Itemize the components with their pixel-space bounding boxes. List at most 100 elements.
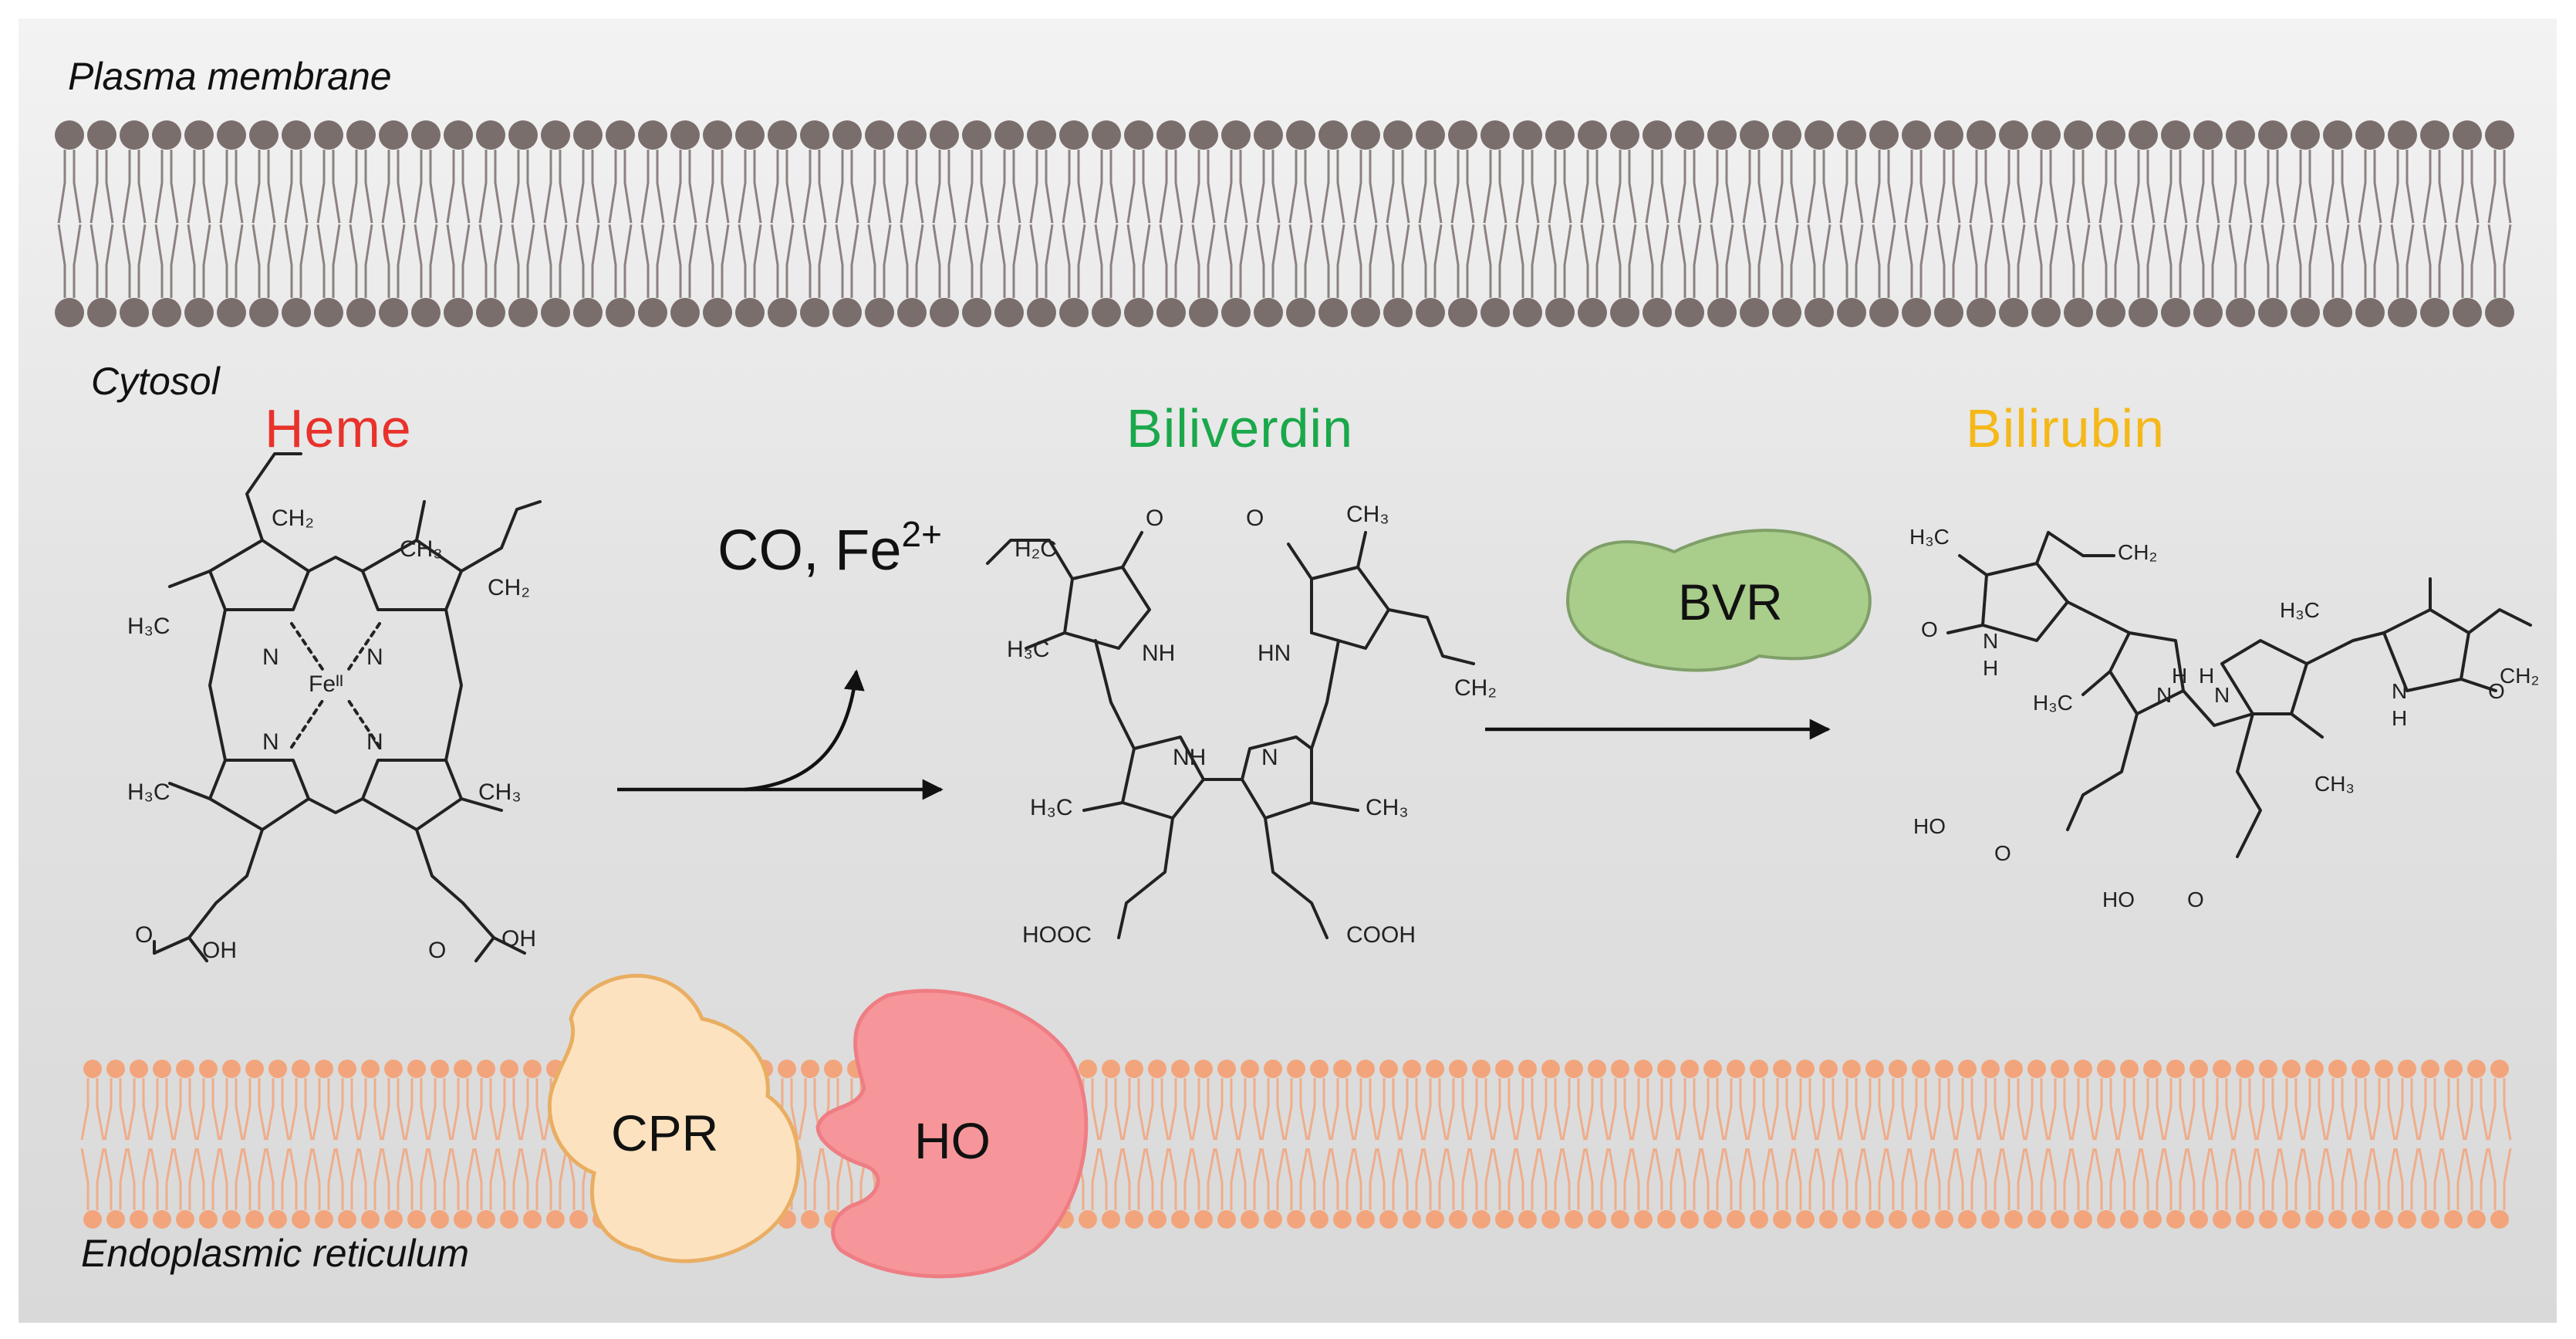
lipid-head [1981, 1210, 2000, 1229]
lipid-tail [2260, 150, 2270, 224]
lipid-tail [2081, 224, 2091, 298]
lipid-tail [1401, 224, 1410, 298]
lipid-head [2467, 1210, 2486, 1229]
lipid-tail [2422, 150, 2432, 224]
lipid-head [314, 298, 343, 327]
lipid-tail [1978, 1148, 1987, 1210]
lipid-tail [1855, 1148, 1864, 1210]
lipid-tail [1742, 224, 1751, 298]
lipid-tail [770, 150, 779, 224]
lipid-head [2420, 298, 2449, 327]
lipid-tail [1739, 1148, 1748, 1210]
lipid-head [2120, 1060, 2139, 1078]
lipid-head [1545, 298, 1575, 327]
lipid-tail [150, 1078, 159, 1141]
lipid-tail [2179, 1148, 2188, 1210]
lipid-tail [258, 1078, 267, 1141]
lipid-tail [559, 224, 568, 298]
lipid-tail [170, 224, 179, 298]
lipid-head [1610, 298, 1639, 327]
lipid-tail [1099, 1148, 1108, 1210]
br-h3c-top: H₃C [1909, 525, 1950, 549]
lipid-head [1837, 298, 1866, 327]
lipid-head [1102, 1060, 1120, 1078]
lipid-head [2027, 1210, 2046, 1229]
lipid-tail [1174, 150, 1183, 224]
lipid-tail [623, 150, 633, 224]
lipid-tail [850, 150, 859, 224]
lipid-tail [235, 224, 244, 298]
lipid-head [1999, 120, 2028, 150]
lipid-head [2328, 1210, 2347, 1229]
lipid-head [1796, 1210, 1815, 1229]
lipid-tail [2098, 224, 2108, 298]
lipid-tail [2325, 1148, 2335, 1210]
lipid-head [1221, 120, 1251, 150]
lipid-head [1588, 1210, 1606, 1229]
heme-o2: O [428, 938, 447, 963]
lipid-tail [1142, 224, 1151, 298]
lipid-tail [165, 1078, 174, 1141]
lipid-tail [1336, 224, 1345, 298]
lipid-tail [2017, 1148, 2026, 1210]
lipid-head [152, 298, 181, 327]
lipid-tail [1531, 1148, 1540, 1210]
lipid-tail [1808, 1148, 1818, 1210]
lipid-head [2193, 298, 2223, 327]
lipid-tail [2410, 1148, 2419, 1210]
lipid-tail [2358, 224, 2367, 298]
lipid-head [184, 120, 214, 150]
lipid-head [1967, 298, 1996, 327]
lipid-tail [1207, 1148, 1216, 1210]
lipid-head [1935, 1210, 1953, 1229]
lipid-tail [2196, 150, 2205, 224]
lipid-tail [1423, 1148, 1432, 1210]
lipid-tail [1725, 150, 1734, 224]
bv-h2c: H₂C [1015, 536, 1057, 562]
lipid-tail [802, 224, 812, 298]
lipid-tail [299, 224, 309, 298]
lipid-tail [1816, 1078, 1825, 1141]
lipid-tail [1483, 150, 1492, 224]
lipid-tail [1909, 1148, 1918, 1210]
lipid-tail [1392, 1148, 1401, 1210]
lipid-head [500, 1060, 518, 1078]
lipid-tail [1507, 1078, 1517, 1141]
lipid-tail [1207, 1078, 1216, 1141]
lipid-tail [802, 150, 812, 224]
lipid-head [1124, 120, 1153, 150]
lipid-tail [2433, 1148, 2443, 1210]
lipid-tail [2163, 1078, 2173, 1141]
lipid-tail [559, 1148, 568, 1210]
lipid-tail [2433, 1078, 2443, 1141]
lipid-tail [1288, 224, 1298, 298]
lipid-head [703, 120, 732, 150]
lipid-tail [1790, 150, 1799, 224]
lipid-tail [332, 150, 341, 224]
lipid-head [2166, 1060, 2185, 1078]
lipid-tail [2132, 1078, 2142, 1141]
lipid-tail [142, 1148, 151, 1210]
lipid-tail [512, 1148, 522, 1210]
lipid-tail [1253, 1148, 1262, 1210]
lipid-tail [1924, 1148, 1933, 1210]
lipid-head [500, 1210, 518, 1229]
lipid-tail [170, 150, 179, 224]
lipid-tail [235, 1148, 244, 1210]
lipid-tail [474, 1148, 483, 1210]
lipid-tail [512, 1078, 522, 1141]
lipid-tail [1191, 150, 1200, 224]
lipid-tail [364, 150, 373, 224]
lipid-tail [511, 224, 520, 298]
lipid-tail [497, 1148, 506, 1210]
lipid-tail [327, 1148, 336, 1210]
lipid-head [546, 1210, 565, 1229]
lipid-tail [1483, 224, 1492, 298]
lipid-tail [2470, 150, 2480, 224]
lipid-head [1059, 298, 1089, 327]
lipid-head [2444, 1210, 2463, 1229]
lipid-tail [2480, 1148, 2489, 1210]
lipid-tail [1774, 150, 1784, 224]
lipid-head [1264, 1210, 1282, 1229]
lipid-tail [1904, 150, 1913, 224]
